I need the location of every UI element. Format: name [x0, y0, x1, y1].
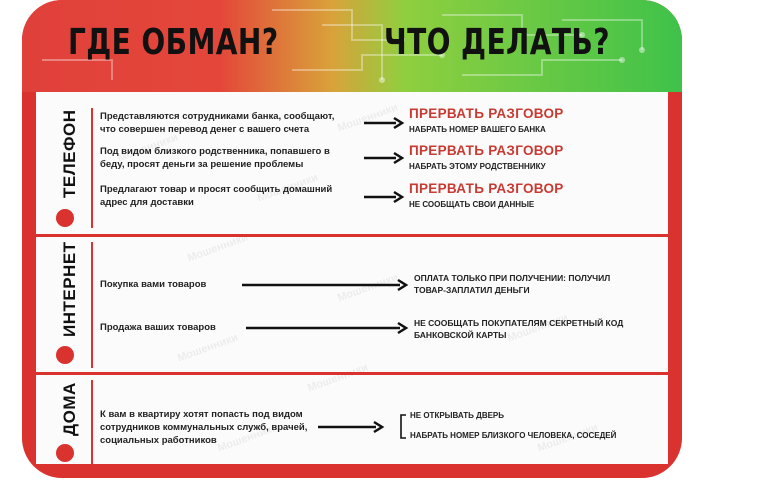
section-divider — [91, 242, 93, 368]
internet-item-1-detail: ОПЛАТА ТОЛЬКО ПРИ ПОЛУЧЕНИИ: ПОЛУЧИЛ ТОВ… — [414, 273, 611, 295]
phone-item-1-text: Представляются сотрудниками банка, сообщ… — [100, 111, 335, 135]
arrow-right-icon — [364, 116, 405, 130]
internet-item-2-text: Продажа ваших товаров — [100, 322, 216, 333]
section-phone-bar: ТЕЛЕФОН — [36, 109, 84, 230]
header-title-where-fraud: ГДЕ ОБМАН? — [68, 22, 279, 63]
header-banner: ГДЕ ОБМАН? ЧТО ДЕЛАТЬ? — [22, 0, 682, 92]
phone-item-3-detail: НЕ СООБЩАТЬ СВОИ ДАННЫЕ — [409, 200, 535, 209]
section-phone-label: ТЕЛЕФОН — [60, 109, 79, 199]
internet-item-1-text: Покупка вами товаров — [100, 279, 207, 290]
content-panel: Мошенники Мошенники Мошенники Мошенники … — [36, 92, 668, 464]
watermark: Мошенники — [175, 331, 240, 365]
phone-item-3-text: Предлагают товар и просят сообщить домаш… — [100, 184, 333, 208]
phone-item-1-action: ПРЕРВАТЬ РАЗГОВОР — [409, 106, 564, 121]
phone-icon — [56, 209, 74, 227]
section-separator — [36, 372, 668, 375]
section-internet-bar: ИНТЕРНЕТ — [36, 241, 84, 367]
section-divider — [91, 380, 93, 464]
home-item-1-text: К вам в квартиру хотят попасть под видом… — [100, 409, 308, 446]
phone-item-3-action: ПРЕРВАТЬ РАЗГОВОР — [409, 181, 564, 196]
bracket — [400, 414, 406, 439]
section-separator — [36, 234, 668, 237]
section-home-bar: ДОМА — [36, 380, 84, 464]
phone-item-2-text: Под видом близкого родственника, попавше… — [100, 146, 330, 170]
phone-item-2-detail: НАБРАТЬ ЭТОМУ РОДСТВЕННИКУ — [409, 162, 546, 171]
phone-item-2-action: ПРЕРВАТЬ РАЗГОВОР — [409, 143, 564, 158]
header-title-what-to-do: ЧТО ДЕЛАТЬ? — [384, 22, 610, 63]
circuit-pattern — [42, 9, 645, 83]
internet-item-2-detail: НЕ СООБЩАТЬ ПОКУПАТЕЛЯМ СЕКРЕТНЫЙ КОД БА… — [414, 318, 624, 340]
section-internet-label: ИНТЕРНЕТ — [60, 241, 79, 337]
arrow-right-icon — [242, 278, 409, 292]
arrow-right-icon — [364, 151, 405, 165]
house-icon — [56, 444, 74, 462]
arrow-right-icon — [318, 420, 385, 434]
home-item-1-detail-1: НЕ ОТКРЫВАТЬ ДВЕРЬ — [410, 411, 505, 420]
watermark: Мошенники — [305, 361, 370, 395]
phone-item-1-detail: НАБРАТЬ НОМЕР ВАШЕГО БАНКА — [409, 125, 546, 134]
section-home-label: ДОМА — [60, 382, 79, 436]
section-divider — [91, 108, 93, 228]
poster-card: ГДЕ ОБМАН? ЧТО ДЕЛАТЬ? Мошенники Мошенни… — [22, 0, 682, 478]
arrow-right-icon — [246, 321, 409, 335]
home-item-1-detail-2: НАБРАТЬ НОМЕР БЛИЗКОГО ЧЕЛОВЕКА, СОСЕДЕЙ — [410, 431, 617, 440]
arrow-right-icon — [364, 190, 405, 204]
globe-icon — [56, 346, 74, 364]
